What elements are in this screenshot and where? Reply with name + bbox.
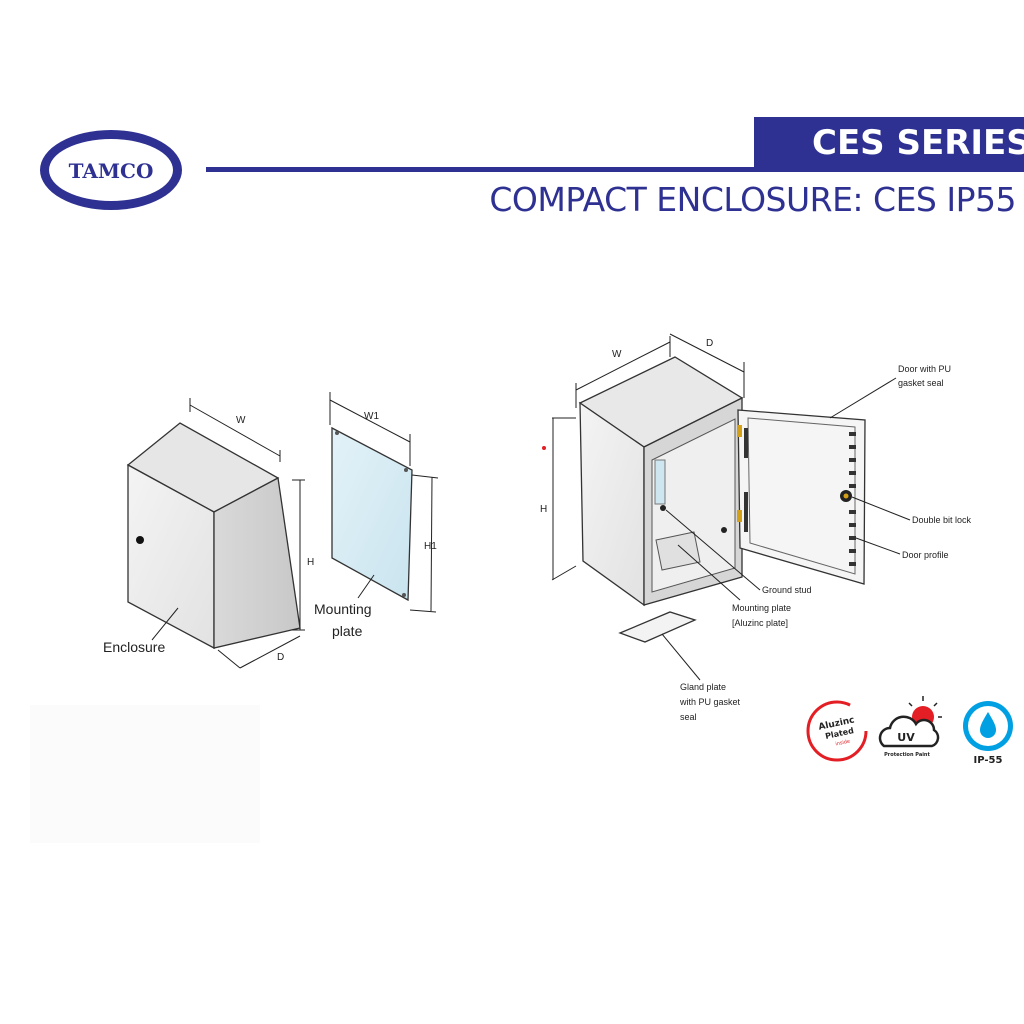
enclosure-label: Enclosure xyxy=(103,639,165,655)
plate-label-1: Mounting xyxy=(314,601,372,617)
left-w-label: W xyxy=(236,415,246,426)
left-w1-label: W1 xyxy=(364,411,379,422)
series-title: CES SERIES xyxy=(812,123,1024,163)
placeholder-area xyxy=(30,705,260,843)
left-h-label: H xyxy=(307,557,314,568)
left-dim-d: D xyxy=(217,635,301,669)
ground-stud xyxy=(660,505,666,511)
ip55-water-icon: IP-55 xyxy=(963,701,1013,766)
right-dim-d: D xyxy=(669,333,745,398)
ground-label: Ground stud xyxy=(762,585,812,595)
tamco-logo: TAMCO xyxy=(40,130,182,210)
series-title-band: CES SERIES xyxy=(754,117,1024,170)
mplate-label-2: [Aluzinc plate] xyxy=(732,618,788,628)
uv-text: UV xyxy=(897,731,915,744)
logo-text: TAMCO xyxy=(69,159,154,183)
right-d-label: D xyxy=(706,338,713,349)
gland-plate xyxy=(618,611,697,643)
door-profile-slots xyxy=(744,428,856,566)
mplate-label-1: Mounting plate xyxy=(732,603,791,613)
right-dim-h: H xyxy=(540,417,577,581)
gland-label-1: Gland plate xyxy=(680,682,726,692)
left-dim-h1: H1 xyxy=(409,474,439,613)
left-dim-w: W xyxy=(189,398,281,462)
header-rule xyxy=(206,167,1024,172)
page-subtitle: COMPACT ENCLOSURE: CES IP55 xyxy=(489,180,1016,219)
aluzinc-text-3: inside xyxy=(835,739,851,748)
right-dim-w: W xyxy=(575,336,671,408)
gland-label-2: with PU gasket xyxy=(679,697,741,707)
plate-label-2: plate xyxy=(332,623,363,639)
left-enclosure xyxy=(126,422,301,650)
uv-protection-icon: UV Protection Paint xyxy=(878,696,942,758)
door-label-1: Door with PU xyxy=(898,364,951,374)
right-w-label: W xyxy=(612,349,622,360)
enclosure-diagram: W H D Enclosure W1 H1 Mounting plate xyxy=(103,333,972,722)
right-door xyxy=(737,409,866,585)
feature-badges: Aluzinc Plated inside UV Protection Pain… xyxy=(806,696,1013,766)
lock-label: Double bit lock xyxy=(912,515,972,525)
left-dim-h: H xyxy=(292,479,314,631)
left-mounting-plate xyxy=(331,426,413,602)
uv-caption: Protection Paint xyxy=(884,752,930,758)
right-enclosure xyxy=(578,356,744,607)
left-d-label: D xyxy=(277,652,284,663)
aluzinc-badge-icon: Aluzinc Plated inside xyxy=(806,700,868,762)
lock-hole xyxy=(136,536,144,544)
ip-caption: IP-55 xyxy=(974,755,1003,766)
door-label-2: gasket seal xyxy=(898,378,944,388)
left-dim-w1: W1 xyxy=(329,392,411,466)
right-h-label: H xyxy=(540,504,547,515)
profile-label: Door profile xyxy=(902,550,949,560)
gland-label-3: seal xyxy=(680,712,697,722)
left-h1-label: H1 xyxy=(424,541,437,552)
